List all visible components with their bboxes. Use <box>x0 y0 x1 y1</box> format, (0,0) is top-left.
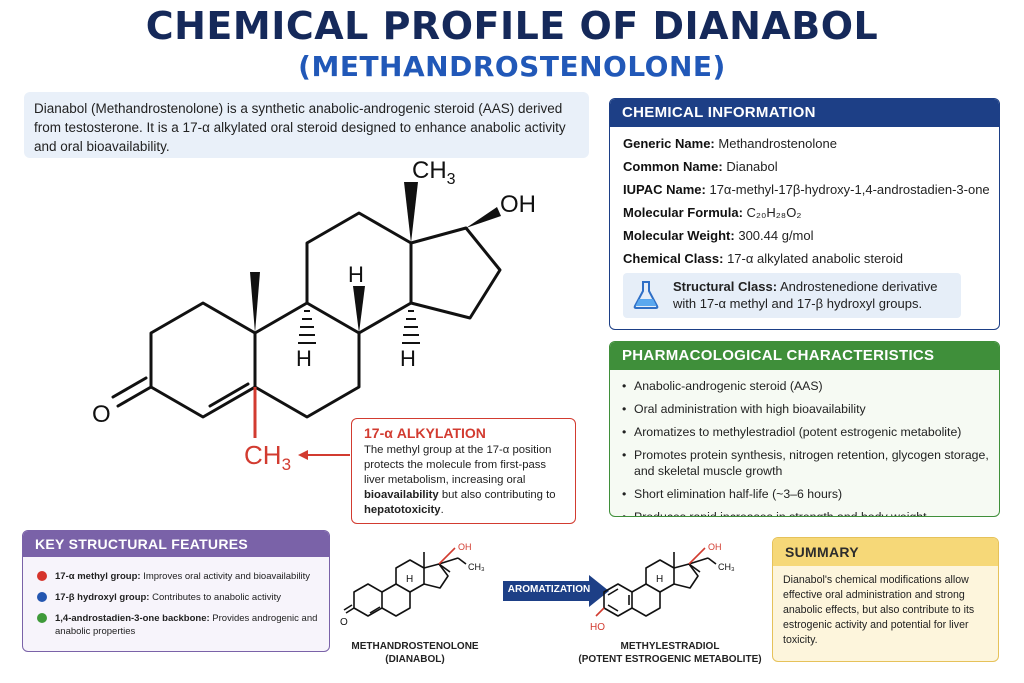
small-o-label: O <box>340 617 348 628</box>
methandrostenolone-small-structure: OH CH₃ H O <box>340 542 485 628</box>
list-item: Short elimination half-life (~3–6 hours) <box>622 486 992 502</box>
aromatization-arrow-icon <box>503 575 609 607</box>
pharmacological-heading: PHARMACOLOGICAL CHARACTERISTICS <box>610 342 999 370</box>
h-label-c14: H <box>400 346 416 371</box>
aromatization-label: AROMATIZATION <box>507 584 591 595</box>
oh-label: OH <box>500 191 536 218</box>
list-item: Produces rapid increases in strength and… <box>622 509 992 516</box>
methylestradiol-caption: METHYLESTRADIOL(POTENT ESTROGENIC METABO… <box>578 641 762 665</box>
generic-name-row: Generic Name: Methandrostenolone <box>623 136 837 151</box>
summary-body: Dianabol's chemical modifications allow … <box>783 574 975 646</box>
small-ho-label: HO <box>590 622 605 633</box>
small-oh-label-2: OH <box>708 542 722 552</box>
list-item: Oral administration with high bioavailab… <box>622 401 992 417</box>
green-dot-icon <box>37 613 47 623</box>
methylestradiol-small-structure: OH CH₃ H HO <box>590 542 735 633</box>
red-dot-icon <box>37 571 47 581</box>
ch3-top-label: CH3 <box>412 157 456 188</box>
molecular-weight-row: Molecular Weight: 300.44 g/mol <box>623 228 814 243</box>
dianabol-structure-diagram: CH3 OH H H H O CH3 <box>92 157 536 474</box>
blue-dot-icon <box>37 592 47 602</box>
key-feature-backbone: 1,4-androstadien-3-one backbone: Provide… <box>37 612 322 638</box>
alkylation-body: The methyl group at the 17-α position pr… <box>364 444 556 516</box>
summary-panel: SUMMARY Dianabol's chemical modification… <box>772 537 999 662</box>
list-item: Aromatizes to methylestradiol (potent es… <box>622 424 992 440</box>
structural-class-text: Structural Class: Androstenedione deriva… <box>673 279 938 311</box>
small-h-label: H <box>406 574 413 585</box>
chemical-information-panel: CHEMICAL INFORMATION Generic Name: Metha… <box>609 98 1000 330</box>
flask-icon <box>633 281 659 309</box>
summary-heading: SUMMARY <box>773 538 998 566</box>
key-feature-methyl: 17-α methyl group: Improves oral activit… <box>37 570 322 583</box>
chemical-information-heading: CHEMICAL INFORMATION <box>610 99 999 127</box>
small-ch3-label-2: CH₃ <box>718 562 735 572</box>
structural-class-box: Structural Class: Androstenedione deriva… <box>623 273 961 318</box>
alkylation-callout: 17-α ALKYLATION The methyl group at the … <box>351 418 576 524</box>
h-label-c9: H <box>296 346 312 371</box>
alkylation-heading: 17-α ALKYLATION <box>364 425 486 441</box>
intro-text: Dianabol (Methandrostenolone) is a synth… <box>24 92 589 158</box>
key-feature-hydroxyl: 17-β hydroxyl group: Contributes to anab… <box>37 591 322 604</box>
methandrostenolone-caption: METHANDROSTENOLONE(DIANABOL) <box>351 641 479 665</box>
ch3-alpha-label: CH3 <box>244 440 291 474</box>
pharmacological-list: Anabolic-androgenic steroid (AAS) Oral a… <box>622 378 992 516</box>
small-oh-label: OH <box>458 542 472 552</box>
small-h-label-2: H <box>656 574 663 585</box>
page-subtitle: (METHANDROSTENOLONE) <box>298 50 726 83</box>
list-item: Promotes protein synthesis, nitrogen ret… <box>622 447 992 479</box>
iupac-name-row: IUPAC Name: 17α-methyl-17β-hydroxy-1,4-a… <box>623 182 990 197</box>
list-item: Anabolic-androgenic steroid (AAS) <box>622 378 992 394</box>
chemical-class-row: Chemical Class: 17-α alkylated anabolic … <box>623 251 903 266</box>
key-structural-features-panel: KEY STRUCTURAL FEATURES 17-α methyl grou… <box>22 530 330 652</box>
oxygen-label: O <box>92 401 111 428</box>
common-name-row: Common Name: Dianabol <box>623 159 778 174</box>
h-label-c8: H <box>348 262 364 287</box>
small-ch3-label: CH₃ <box>468 562 485 572</box>
pharmacological-characteristics-panel: PHARMACOLOGICAL CHARACTERISTICS Anabolic… <box>609 341 1000 517</box>
page-title: CHEMICAL PROFILE OF DIANABOL <box>145 4 879 48</box>
molecular-formula-row: Molecular Formula: C₂₀H₂₈O₂ <box>623 205 802 220</box>
key-features-heading: KEY STRUCTURAL FEATURES <box>23 531 329 557</box>
